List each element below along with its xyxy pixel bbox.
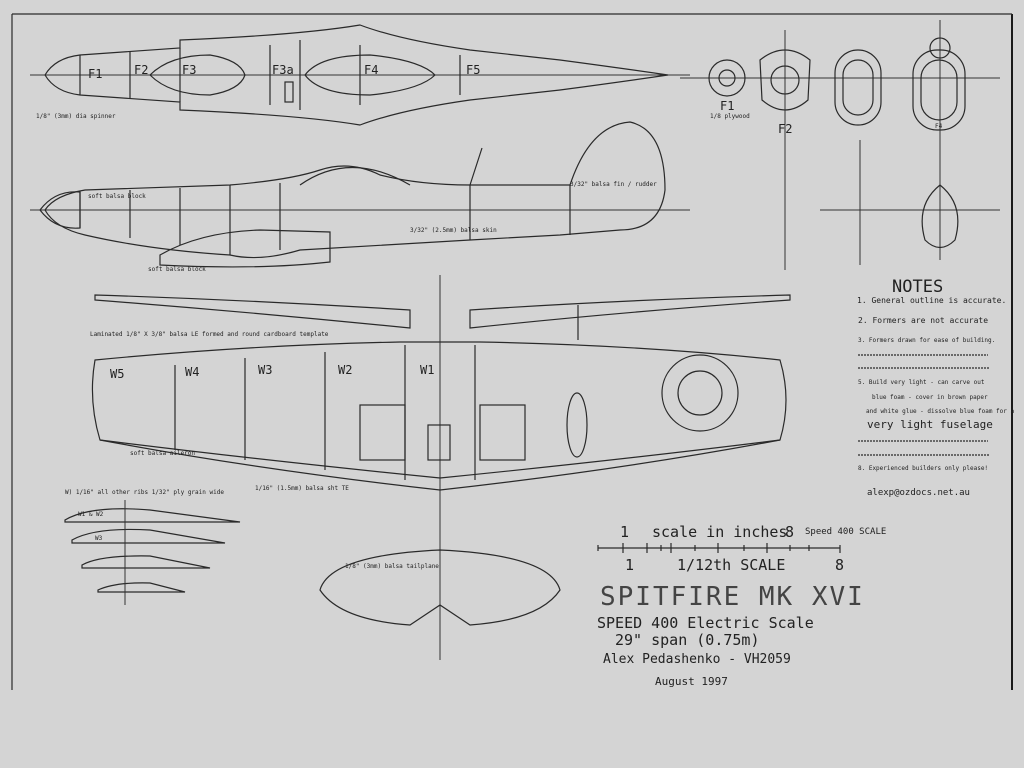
scale-caption: scale in inches <box>652 523 787 541</box>
skin-label: 3/32" (2.5mm) balsa skin <box>410 227 497 234</box>
wing-station-label: W3 <box>258 363 272 377</box>
scale-top-right: 8 <box>785 523 794 541</box>
speed-scale-label: Speed 400 SCALE <box>805 527 886 537</box>
plan-subtitle: SPEED 400 Electric Scale <box>597 614 814 632</box>
notes-block: NOTES 1. General outline is accurate. 2.… <box>857 277 1014 498</box>
leading-edge-label: Laminated 1/8" X 3/8" balsa LE formed an… <box>90 331 329 338</box>
email: alexp@ozdocs.net.au <box>867 488 970 498</box>
aileron-label: soft balsa aileron <box>130 450 195 457</box>
scale-bottom-right: 8 <box>835 556 844 574</box>
notes-heading: NOTES <box>892 277 943 297</box>
tail-label: 3/32" balsa fin / rudder <box>570 181 657 188</box>
plan-author: Alex Pedashenko - VH2059 <box>603 652 791 667</box>
tailplane-plan: 1/8" (3mm) balsa tailplane <box>319 549 561 626</box>
former-label: F2 <box>134 63 148 77</box>
note-item: blue foam - cover in brown paper <box>872 394 988 401</box>
rib-w3-label: W3 <box>95 535 103 542</box>
note-item: very light fuselage <box>867 418 993 431</box>
spinner-label: 1/8" (3mm) dia spinner <box>36 113 116 120</box>
scale-bottom-left: 1 <box>625 556 634 574</box>
former-f1-label: F1 <box>720 99 734 113</box>
plan-date: August 1997 <box>655 675 728 688</box>
former-f1-note: 1/8 plywood <box>710 113 750 120</box>
former-label: F3 <box>182 63 196 77</box>
fuselage-side-view: soft balsa block soft balsa block 3/32" … <box>30 121 690 273</box>
tailplane-label: 1/8" (3mm) balsa tailplane <box>345 563 439 570</box>
scale-bottom-caption: 1/12th SCALE <box>677 556 785 574</box>
scale-bar: 1 scale in inches 8 Speed 400 SCALE 1 1/… <box>597 523 886 574</box>
soft-block-label: soft balsa block <box>88 193 146 200</box>
former-f4-label: F4 <box>935 123 943 130</box>
former-sections: F1 1/8 plywood F2 F4 <box>680 20 1000 270</box>
note-item: 3. Formers drawn for ease of building. <box>858 337 995 344</box>
wing-station-label: W4 <box>185 365 199 379</box>
scale-top-left: 1 <box>620 523 629 541</box>
former-label: F1 <box>88 67 102 81</box>
rib-w1w2-label: W1 & W2 <box>78 511 104 518</box>
wing-station-label: W1 <box>420 363 434 377</box>
plan-span: 29" span (0.75m) <box>615 631 760 649</box>
ribs-note: W) 1/16" all other ribs 1/32" ply grain … <box>65 489 224 496</box>
wing-front-view <box>94 294 791 329</box>
wing-plan-view: W5 W4 W3 W2 W1 Laminated 1/8" X 3/8" bal… <box>90 275 787 660</box>
plan-title: SPITFIRE MK XVI <box>600 582 865 612</box>
note-item: and white glue - dissolve blue foam for … <box>866 408 1014 415</box>
rib-sections: W) 1/16" all other ribs 1/32" ply grain … <box>64 489 241 605</box>
former-label: F4 <box>364 63 378 77</box>
former-label: F5 <box>466 63 480 77</box>
wing-station-label: W2 <box>338 363 352 377</box>
former-label: F3a <box>272 63 294 77</box>
note-item: 8. Experienced builders only please! <box>858 465 988 472</box>
note-item: 2. Formers are not accurate <box>858 316 988 325</box>
trailing-edge-label: 1/16" (1.5mm) balsa sht TE <box>255 485 349 492</box>
title-block: SPITFIRE MK XVI SPEED 400 Electric Scale… <box>597 582 865 688</box>
note-item: 5. Build very light - can carve out <box>858 379 985 386</box>
note-item: 1. General outline is accurate. <box>857 296 1006 305</box>
fuselage-top-view: F1 F2 F3 F3a F4 F5 1/8" (3mm) dia spinne… <box>30 24 690 126</box>
soft-block-belly-label: soft balsa block <box>148 266 206 273</box>
wing-station-label: W5 <box>110 367 124 381</box>
